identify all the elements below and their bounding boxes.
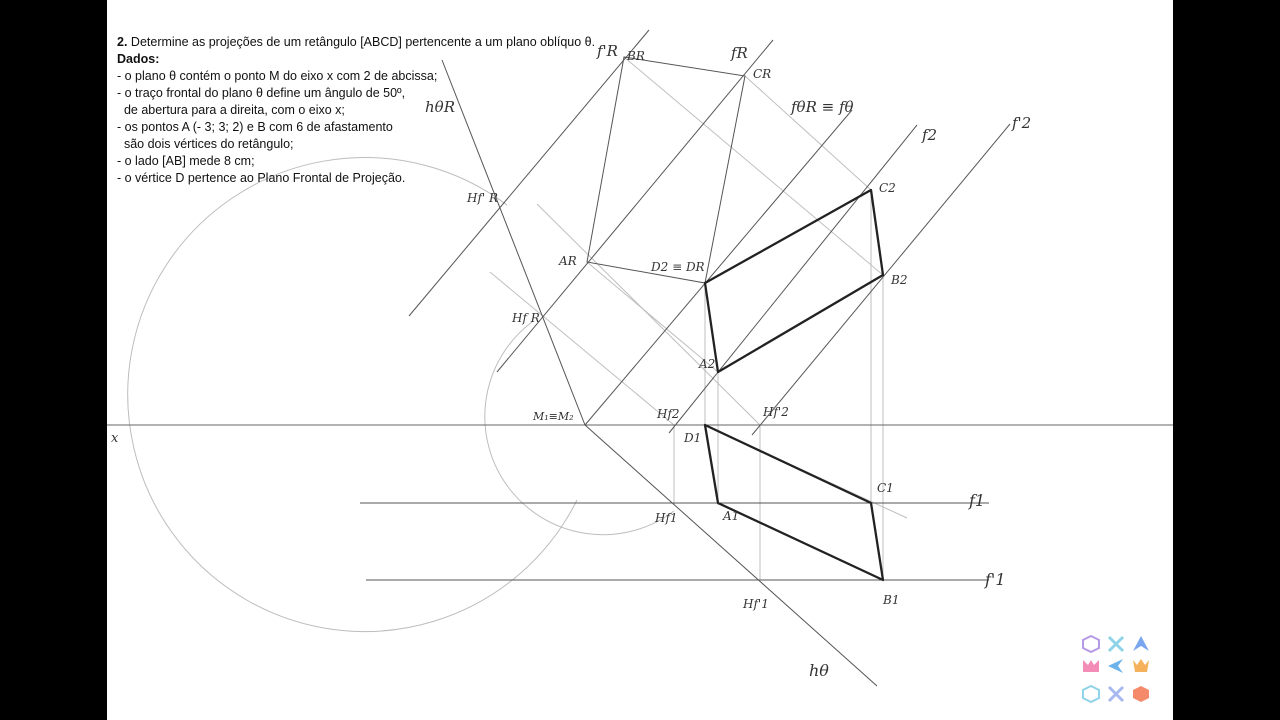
given-item: de abertura para a direita, com o eixo x…	[117, 103, 345, 117]
rotation-arc-small	[484, 321, 675, 536]
label-d-r: D2 ≡ DR	[650, 260, 705, 274]
rabatment-line-b	[623, 56, 884, 276]
label-d1: D1	[683, 431, 701, 445]
logo-hexagon-outline-2	[1082, 684, 1100, 704]
givens-heading: Dados:	[117, 52, 160, 66]
label-f-theta-r: fθR ≡ fθ	[790, 98, 854, 116]
given-item: - o vértice D pertence ao Plano Frontal …	[117, 171, 406, 185]
label-hf1-prime: Hf'1	[742, 597, 769, 611]
label-f1-prime: f'1	[984, 570, 1006, 589]
worksheet-page: x M₁≡M₂ hθ hθR fθR ≡ fθ fR f'R f2 f'2 f1…	[107, 0, 1173, 720]
label-hf2: Hf2	[656, 407, 680, 421]
label-hf-r: Hf R	[511, 311, 540, 325]
rabatment-line-a	[586, 261, 719, 373]
logo-hexagon-filled	[1133, 686, 1149, 702]
logo-crown-small	[1133, 659, 1149, 672]
fr-prime-line	[408, 29, 650, 317]
label-b2: B2	[890, 273, 907, 287]
rabatted-rectangle	[586, 56, 746, 284]
problem-statement: 2. Determine as projeções de um retângul…	[117, 34, 597, 187]
given-item: são dois vértices do retângulo;	[117, 137, 294, 151]
brand-logo	[1082, 634, 1149, 704]
label-axis-x: x	[111, 431, 119, 446]
label-f2-prime: f'2	[1011, 114, 1031, 132]
fr-line	[496, 39, 774, 373]
label-h-theta-r: hθR	[425, 98, 455, 116]
logo-crown	[1083, 660, 1099, 672]
f2-line	[668, 124, 918, 434]
logo-arrow-left	[1108, 659, 1123, 673]
label-h-theta: hθ	[809, 661, 829, 680]
f-theta-trace	[584, 109, 853, 426]
problem-number: 2.	[117, 35, 128, 49]
h-theta-r-trace	[441, 59, 586, 426]
label-c2: C2	[879, 181, 896, 195]
h-theta-trace	[584, 424, 878, 687]
logo-cross-mark-2	[1107, 685, 1125, 703]
frontal-projection-rectangle	[703, 188, 885, 374]
problem-title-line: 2. Determine as projeções de um retângul…	[117, 34, 597, 51]
logo-hexagon-outline	[1082, 634, 1100, 654]
label-f-r: fR	[730, 44, 748, 62]
label-f-r-prime: f'R	[596, 42, 618, 60]
label-a2: A2	[698, 357, 715, 371]
label-c-r: CR	[753, 67, 771, 81]
rabatment-line-hfr	[489, 271, 675, 426]
horizontal-projection-rectangle	[703, 423, 885, 582]
rabatment-line-c	[744, 75, 872, 191]
label-f1: f1	[968, 491, 985, 510]
rabatment-line-hfrp	[536, 203, 761, 426]
given-item: - o traço frontal do plano θ define um â…	[117, 86, 406, 100]
descriptive-geometry-drawing: x M₁≡M₂ hθ hθR fθR ≡ fθ fR f'R f2 f'2 f1…	[107, 29, 1173, 687]
label-a-r: AR	[558, 254, 577, 268]
given-item: - os pontos A (- 3; 3; 2) e B com 6 de a…	[117, 120, 393, 134]
label-hf1: Hf1	[654, 511, 678, 525]
rotation-arc-large	[127, 157, 578, 633]
label-hf-r-prime: Hf' R	[466, 191, 498, 205]
problem-text: Determine as projeções de um retângulo […	[130, 35, 596, 49]
given-item: - o plano θ contém o ponto M do eixo x c…	[117, 69, 438, 83]
label-b-r: BR	[626, 49, 645, 63]
logo-cross-mark	[1107, 635, 1125, 653]
label-m: M₁≡M₂	[532, 410, 574, 423]
given-item: - o lado [AB] mede 8 cm;	[117, 154, 255, 168]
label-f2: f2	[921, 126, 937, 144]
logo-arrow-up	[1133, 636, 1149, 651]
label-hf2-prime: Hf'2	[762, 405, 789, 419]
label-b1: B1	[882, 593, 899, 607]
f2-prime-line	[751, 123, 1011, 436]
label-c1: C1	[877, 481, 894, 495]
label-a1: A1	[722, 509, 739, 523]
